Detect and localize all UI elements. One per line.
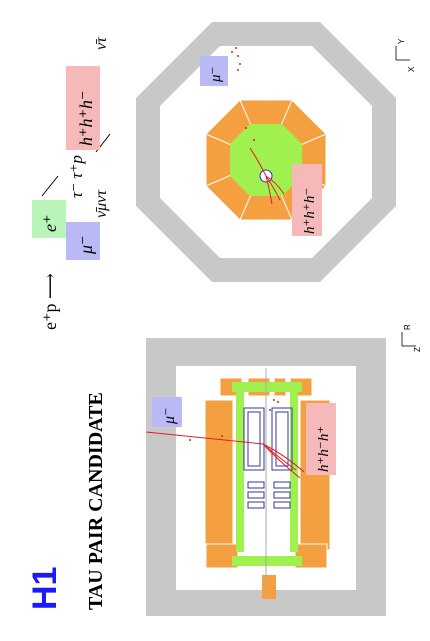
muon-box-label: μ⁻: [76, 235, 96, 255]
header-text-group: H1 TAU PAIR CANDIDATE: [26, 392, 107, 610]
side-muon-box: [152, 397, 182, 427]
side-axis-r: R: [403, 324, 412, 330]
radial-muon-box: [200, 56, 228, 86]
radial-hadron-label: h⁺h⁺h⁻: [302, 188, 318, 234]
radial-muon-label: μ⁻: [208, 67, 224, 83]
side-hits: [189, 399, 279, 441]
hadron-box-label: h⁺h⁺h⁻: [76, 90, 96, 146]
reaction-diagram: --> e⁺p ⟶ e⁺ τ⁻ τ⁺p ν̄μντ μ⁻ h⁺h⁺h⁻ ν̄τ: [32, 36, 111, 330]
side-tracks: [145, 431, 305, 479]
side-hadron-label: h⁺h⁻h⁺: [316, 426, 332, 472]
side-axis-z: Z: [413, 347, 422, 352]
side-axes: [401, 332, 416, 347]
side-tracker: [232, 382, 302, 566]
radial-hits: [231, 47, 255, 141]
radial-tracks: [249, 147, 285, 205]
radial-axes: [395, 46, 410, 61]
radial-axis-y: Y: [397, 38, 406, 44]
radial-view: μ⁻ h⁺h⁺h⁻ Y X: [136, 22, 416, 282]
scattered-lepton: e⁺: [40, 215, 60, 233]
side-hadron-box: [306, 403, 336, 475]
reaction-initial: e⁺p ⟶: [40, 273, 60, 330]
radial-axis-x: X: [407, 66, 416, 72]
side-plug: [262, 575, 276, 599]
electron-box: [32, 200, 66, 238]
tau-pair: τ⁻ τ⁺p: [67, 155, 86, 198]
side-silicon: [247, 481, 291, 509]
page-title: TAU PAIR CANDIDATE: [85, 392, 107, 610]
h1-logo: H1: [26, 567, 64, 610]
side-inner-chambers: [243, 407, 293, 471]
muon-box: [66, 222, 100, 260]
radial-hadron-box: [292, 164, 322, 236]
tau-plus-decay: ν̄τ: [93, 36, 110, 50]
tau-minus-decay: ν̄μντ: [93, 189, 110, 218]
radial-tracker: [230, 124, 302, 196]
side-muon-label: μ⁻: [161, 408, 178, 425]
arrow-tau-minus: [41, 175, 59, 197]
side-view: μ⁻ h⁺h⁻h⁺ R Z: [145, 324, 422, 616]
hadron-box: [66, 66, 100, 150]
